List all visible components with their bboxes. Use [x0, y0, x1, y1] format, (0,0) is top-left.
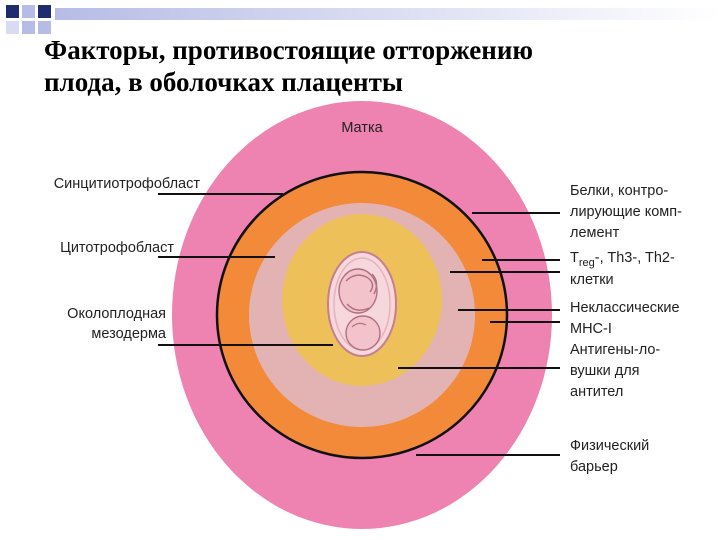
title-line-1: Факторы, противостоящие отторжению	[44, 35, 534, 65]
treg-cells-label-line-1: Treg-, Th3-, Th2-	[570, 250, 675, 269]
title-decoration-squares	[6, 5, 720, 34]
antigen-sink-label-line-3: антител	[570, 384, 623, 400]
physical-barrier-label-line-2: барьер	[570, 459, 618, 475]
antigen-sink-label-line-1: Антигены-ло-	[570, 342, 660, 358]
amniotic-mesoderm-label-line-1: Околоплодная	[67, 306, 166, 322]
complement-proteins-label-line-1: Белки, контро-	[570, 183, 668, 199]
title-line-2: плода, в оболочках плаценты	[44, 67, 403, 97]
uterus-label: Матка	[341, 120, 383, 136]
page-title: Факторы, противостоящие отторжению плода…	[44, 34, 704, 98]
complement-proteins-label-line-3: лемент	[570, 225, 620, 241]
physical-barrier-label-line-1: Физический	[570, 438, 649, 454]
complement-proteins-label-line-2: лирующие комп-	[570, 204, 682, 220]
nonclassical-mhc-label-line-1: Неклассические	[570, 300, 680, 316]
treg-cells-label-line-2: клетки	[570, 272, 614, 288]
cytotrophoblast-label: Цитотрофобласт	[60, 240, 174, 256]
amniotic-mesoderm-label-line-2: мезодерма	[91, 326, 167, 342]
nonclassical-mhc-label-line-2: MHC-I	[570, 321, 612, 337]
fetus-illustration	[327, 251, 397, 357]
antigen-sink-label-line-2: вушки для	[570, 363, 640, 379]
syncytiotrophoblast-label: Синцитиотрофобласт	[54, 176, 201, 192]
